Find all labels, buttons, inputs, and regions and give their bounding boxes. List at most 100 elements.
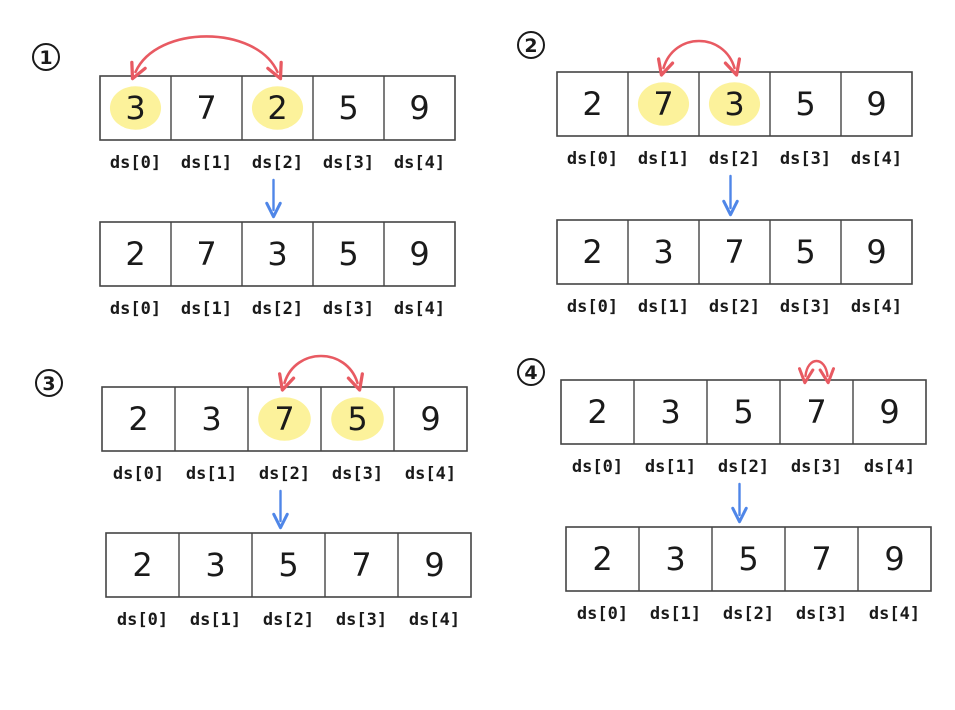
- index-label: ds[2]: [252, 153, 303, 173]
- cell-value: 5: [738, 540, 758, 578]
- index-label: ds[3]: [796, 604, 847, 624]
- index-label: ds[4]: [394, 299, 445, 319]
- cell-value: 2: [582, 233, 602, 271]
- highlight-mark: [637, 82, 690, 126]
- step-number: 2: [524, 35, 537, 57]
- cell-value: 5: [795, 233, 815, 271]
- swap-arrow: [656, 39, 742, 77]
- index-label: ds[1]: [186, 464, 237, 484]
- cell-value: 2: [592, 540, 612, 578]
- cell-value: 3: [653, 233, 673, 271]
- cell-value: 2: [582, 85, 602, 123]
- highlight-mark: [331, 397, 384, 441]
- highlight-mark: [258, 397, 311, 441]
- cell-value: 9: [409, 235, 429, 273]
- index-label: ds[3]: [332, 464, 383, 484]
- index-label: ds[3]: [323, 299, 374, 319]
- index-label: ds[3]: [791, 457, 842, 477]
- cell-value: 9: [409, 89, 429, 127]
- step-marker-circle: [32, 43, 60, 71]
- cell-value: 3: [267, 235, 287, 273]
- cell-value: 5: [338, 235, 358, 273]
- array-box: [99, 221, 456, 287]
- cell-value: 2: [267, 89, 287, 127]
- cell-value: 9: [420, 400, 440, 438]
- index-label: ds[1]: [645, 457, 696, 477]
- index-label: ds[2]: [259, 464, 310, 484]
- array-box: [560, 379, 927, 445]
- index-label: ds[1]: [190, 610, 241, 630]
- cell-value: 3: [660, 393, 680, 431]
- cell-value: 5: [278, 546, 298, 584]
- cell-value: 3: [205, 546, 225, 584]
- array-box: [105, 532, 472, 598]
- highlight-mark: [708, 82, 761, 126]
- index-label: ds[1]: [638, 149, 689, 169]
- index-label: ds[3]: [323, 153, 374, 173]
- index-label: ds[4]: [864, 457, 915, 477]
- step-number: 3: [42, 373, 55, 395]
- array-box: [556, 219, 913, 285]
- index-label: ds[0]: [117, 610, 168, 630]
- cell-value: 5: [347, 400, 367, 438]
- index-label: ds[0]: [567, 297, 618, 317]
- index-label: ds[1]: [650, 604, 701, 624]
- cell-value: 5: [795, 85, 815, 123]
- cell-value: 9: [879, 393, 899, 431]
- cell-value: 9: [866, 233, 886, 271]
- index-label: ds[4]: [869, 604, 920, 624]
- index-label: ds[2]: [718, 457, 769, 477]
- highlight-mark: [109, 86, 162, 130]
- swap-arrow: [130, 35, 283, 81]
- index-label: ds[1]: [638, 297, 689, 317]
- index-label: ds[3]: [780, 297, 831, 317]
- cell-value: 2: [125, 235, 145, 273]
- cell-value: 2: [128, 400, 148, 438]
- index-label: ds[0]: [110, 299, 161, 319]
- index-label: ds[3]: [336, 610, 387, 630]
- index-label: ds[1]: [181, 153, 232, 173]
- index-label: ds[3]: [780, 149, 831, 169]
- index-label: ds[2]: [709, 149, 760, 169]
- index-label: ds[4]: [409, 610, 460, 630]
- cell-value: 7: [806, 393, 826, 431]
- swap-arrow: [278, 354, 364, 392]
- cell-value: 7: [811, 540, 831, 578]
- self-swap-arrow: [797, 359, 836, 385]
- index-label: ds[4]: [394, 153, 445, 173]
- cell-value: 9: [424, 546, 444, 584]
- cell-value: 9: [884, 540, 904, 578]
- cell-value: 3: [125, 89, 145, 127]
- index-label: ds[0]: [577, 604, 628, 624]
- cell-value: 2: [587, 393, 607, 431]
- index-label: ds[0]: [567, 149, 618, 169]
- step-marker-circle: [517, 358, 545, 386]
- cell-value: 5: [733, 393, 753, 431]
- index-label: ds[2]: [709, 297, 760, 317]
- cell-value: 7: [274, 400, 294, 438]
- step-number: 4: [524, 362, 537, 384]
- step-number: 1: [39, 47, 52, 69]
- cell-value: 7: [196, 89, 216, 127]
- cell-value: 7: [351, 546, 371, 584]
- index-label: ds[4]: [405, 464, 456, 484]
- cell-value: 2: [132, 546, 152, 584]
- step-marker-circle: [517, 31, 545, 59]
- highlight-mark: [251, 86, 304, 130]
- cell-value: 3: [201, 400, 221, 438]
- index-label: ds[2]: [723, 604, 774, 624]
- cell-value: 3: [665, 540, 685, 578]
- array-box: [565, 526, 932, 592]
- step-marker-circle: [35, 369, 63, 397]
- cell-value: 7: [653, 85, 673, 123]
- index-label: ds[4]: [851, 149, 902, 169]
- index-label: ds[1]: [181, 299, 232, 319]
- cell-value: 7: [196, 235, 216, 273]
- index-label: ds[4]: [851, 297, 902, 317]
- cell-value: 9: [866, 85, 886, 123]
